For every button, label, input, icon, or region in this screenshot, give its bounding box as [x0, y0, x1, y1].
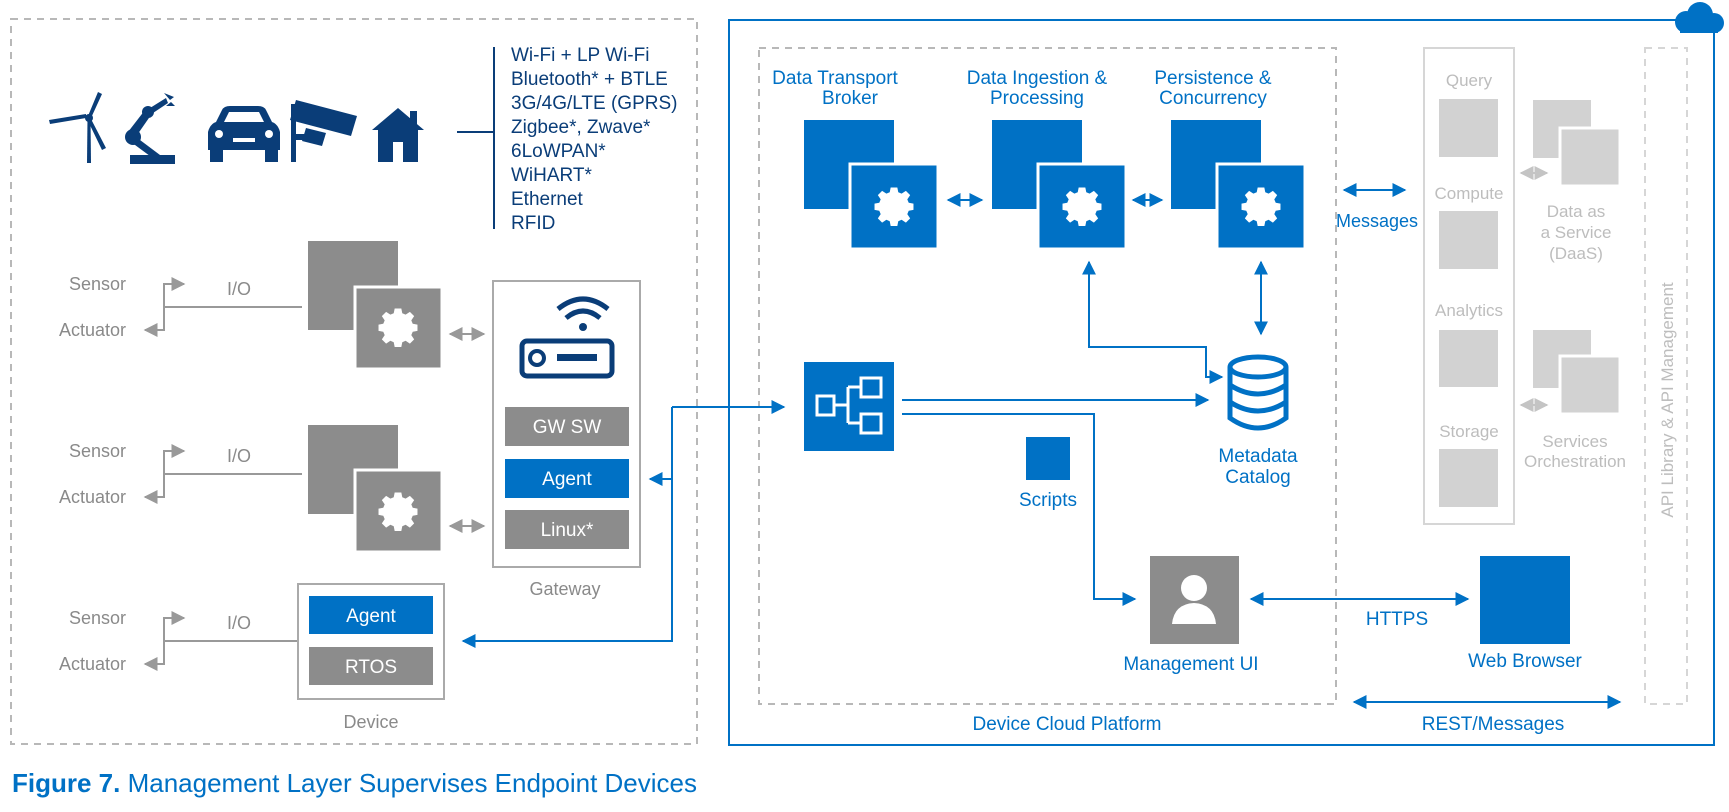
api-library-border: [1644, 47, 1688, 705]
sensor-label: Sensor: [69, 441, 126, 461]
gear-icon: [378, 492, 418, 531]
device-rtos-label: RTOS: [345, 657, 397, 678]
connectivity-item: Wi-Fi + LP Wi-Fi: [511, 45, 649, 66]
io-label: I/O: [227, 279, 251, 299]
wind-turbine-icon: [49, 92, 106, 163]
storage-block: [1439, 449, 1498, 507]
device: Agent RTOS Device: [297, 583, 445, 732]
web-browser-label: Web Browser: [1468, 651, 1582, 672]
device-agent-layer: [309, 596, 433, 634]
gear-icon: [1062, 187, 1102, 226]
figure-caption: Figure 7. Management Layer Supervises En…: [12, 768, 697, 799]
connectivity-item: Bluetooth* + BTLE: [511, 69, 668, 90]
component-label-broker-l1: Data Transport: [772, 68, 898, 89]
cloud-region-border: [728, 19, 1715, 746]
connectivity-item: Ethernet: [511, 189, 584, 210]
daas-label-l3: (DaaS): [1549, 244, 1603, 263]
gw-sw-label: GW SW: [533, 417, 602, 438]
connectivity-item: 6LoWPAN*: [511, 141, 606, 162]
io-label: I/O: [227, 613, 251, 633]
orchestration-label-l2: Orchestration: [1524, 452, 1626, 471]
component-label-persistence-l1: Persistence &: [1154, 68, 1272, 89]
database-icon: [1227, 354, 1289, 431]
security-camera-icon: [290, 100, 357, 162]
query-block: [1439, 99, 1498, 157]
gw-agent-label: Agent: [542, 469, 592, 490]
daas-service: Data as a Service (DaaS): [1519, 100, 1622, 263]
figure-number: Figure 7.: [12, 768, 121, 798]
web-browser-block: [1480, 556, 1570, 644]
sensor-label: Sensor: [69, 274, 126, 294]
compute-block: [1439, 211, 1498, 269]
scripts-block: [1026, 437, 1070, 480]
gw-os-layer: [505, 510, 629, 549]
api-library-label: API Library & API Management: [1658, 282, 1677, 518]
component-label-ingestion-l1: Data Ingestion &: [967, 68, 1108, 89]
actuator-label: Actuator: [59, 320, 126, 340]
endpoint-row-1: Sensor Actuator I/O: [59, 241, 486, 371]
connectivity-item: WiHART*: [511, 165, 593, 186]
component-label-broker-l2: Broker: [822, 88, 879, 109]
user-icon: [1172, 575, 1216, 624]
metadata-label-l1: Metadata: [1218, 446, 1298, 467]
robot-arm-icon: [125, 93, 175, 164]
actuator-label: Actuator: [59, 487, 126, 507]
gateway-label: Gateway: [529, 579, 600, 599]
rest-messages-label: REST/Messages: [1422, 714, 1565, 735]
connectivity-list: Wi-Fi + LP Wi-Fi Bluetooth* + BTLE 3G/4G…: [511, 45, 677, 234]
services-stack-box: [1423, 47, 1515, 525]
house-icon: [372, 108, 424, 162]
device-cloud-platform-border: [758, 47, 1337, 705]
device-rtos-layer: [309, 647, 433, 685]
cloud-icon: [1675, 2, 1724, 33]
gear-icon: [1241, 187, 1281, 226]
endpoint-row-2: Sensor Actuator I/O: [59, 425, 486, 554]
messages-label: Messages: [1336, 211, 1418, 231]
analytics-label: Analytics: [1435, 301, 1503, 320]
storage-label: Storage: [1439, 422, 1499, 441]
scripts-label: Scripts: [1019, 490, 1077, 511]
gear-icon: [874, 187, 914, 226]
gateway: GW SW Agent Linux* Gateway: [492, 280, 641, 599]
platform-components: Data Transport Broker Data Ingestion & P…: [772, 68, 1307, 251]
orchestration-label-l1: Services: [1542, 432, 1607, 451]
metadata-label-l2: Catalog: [1225, 467, 1291, 488]
gw-agent-layer: [505, 459, 629, 498]
connectivity-item: Zigbee*, Zwave*: [511, 117, 651, 138]
edge-region-border: [10, 18, 698, 745]
car-icon: [208, 106, 280, 162]
connectivity-item: RFID: [511, 213, 555, 234]
component-label-ingestion-l2: Processing: [990, 88, 1084, 109]
figure-title: Management Layer Supervises Endpoint Dev…: [120, 768, 698, 798]
io-label: I/O: [227, 446, 251, 466]
component-label-persistence-l2: Concurrency: [1159, 88, 1267, 109]
gw-sw-layer: [505, 407, 629, 446]
daas-label-l1: Data as: [1547, 202, 1606, 221]
broker-block: [848, 162, 940, 251]
orchestration-service: Services Orchestration: [1519, 330, 1626, 471]
connectivity-item: 3G/4G/LTE (GPRS): [511, 93, 677, 114]
management-ui-label: Management UI: [1123, 654, 1258, 675]
platform-label: Device Cloud Platform: [972, 714, 1161, 735]
device-agent-label: Agent: [346, 606, 396, 627]
gw-os-label: Linux*: [541, 520, 594, 541]
compute-label: Compute: [1435, 184, 1504, 203]
wifi-router-icon: [519, 296, 615, 379]
services-stack: Query Compute Analytics Storage: [1423, 47, 1515, 525]
endpoint-row-3: Sensor Actuator I/O: [59, 608, 298, 674]
flowchart-icon: [804, 362, 894, 451]
https-label: HTTPS: [1366, 609, 1428, 630]
query-label: Query: [1446, 71, 1493, 90]
gear-icon: [378, 308, 418, 347]
sensor-label: Sensor: [69, 608, 126, 628]
analytics-block: [1439, 330, 1498, 387]
device-label: Device: [343, 712, 398, 732]
daas-label-l2: a Service: [1541, 223, 1612, 242]
actuator-label: Actuator: [59, 654, 126, 674]
